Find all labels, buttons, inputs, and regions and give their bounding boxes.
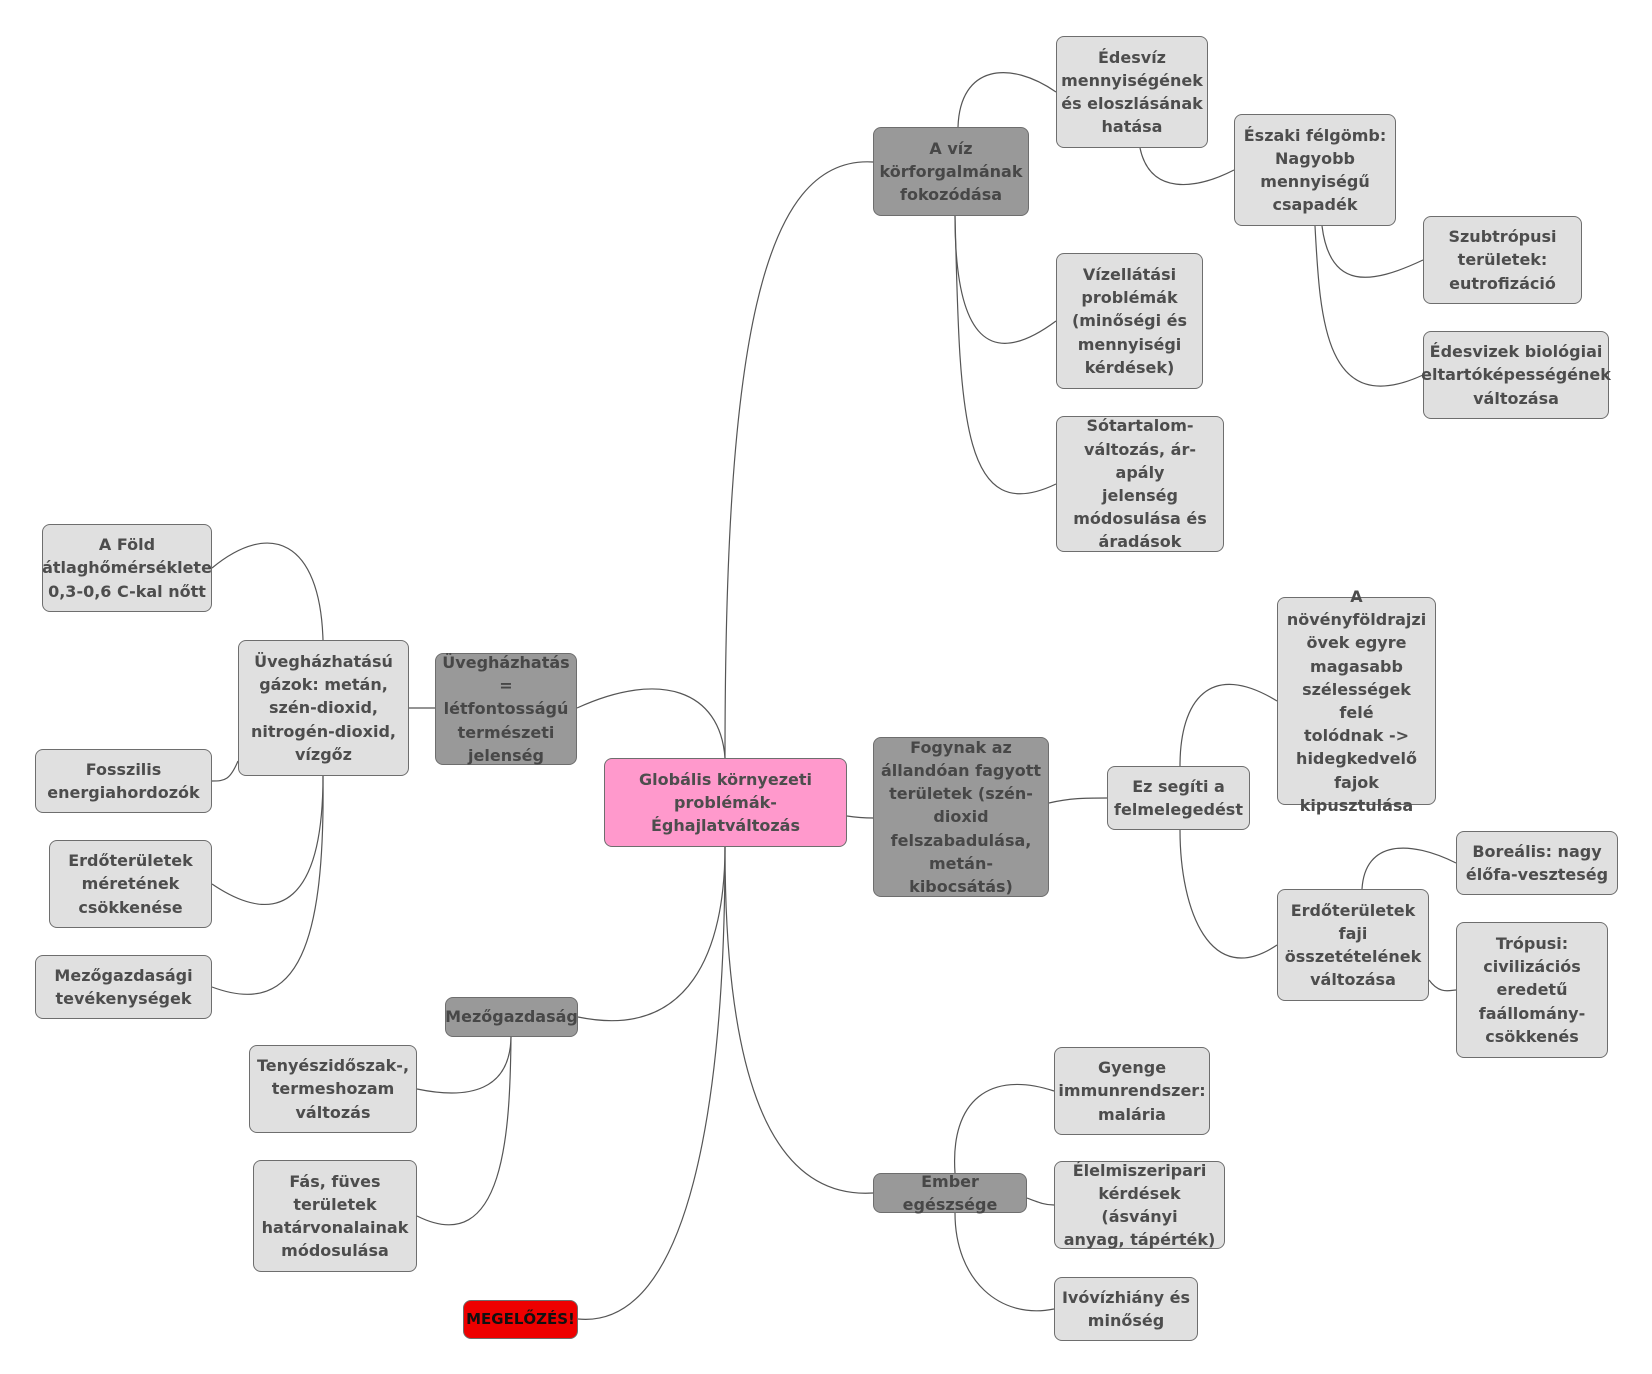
edge-health-h2 — [1026, 1197, 1055, 1206]
edge-root-prev — [577, 846, 726, 1320]
edge-agri-a1 — [416, 1036, 512, 1094]
edge-p1b-p1b2 — [1428, 979, 1457, 992]
edge-water-w2 — [954, 215, 1057, 344]
subtopic-earth-temperature[interactable]: A Föld átlaghőmérséklete 0,3-0,6 C-kal n… — [42, 524, 212, 612]
edge-w1-w1a — [1139, 147, 1235, 186]
subtopic-freshwater-capacity[interactable]: Édesvizek biológiai eltartóképességének … — [1421, 331, 1611, 419]
subtopic-northern-hemisphere[interactable]: Északi félgömb: Nagyobb mennyiségű csapa… — [1234, 114, 1396, 226]
subtopic-grassland-boundaries[interactable]: Fás, füves területek határvonalainak mód… — [253, 1160, 417, 1272]
topic-greenhouse-effect[interactable]: Üvegházhatás = létfontosságú természeti … — [435, 653, 577, 765]
subtopic-freshwater-distribution[interactable]: Édesvíz mennyiségének és eloszlásának ha… — [1056, 36, 1208, 148]
subtopic-food-industry[interactable]: Élelmiszeripari kérdések (ásványi anyag,… — [1054, 1161, 1225, 1249]
edge-w1a-w1a2 — [1314, 225, 1424, 387]
edge-p1b-p1b1 — [1361, 847, 1457, 890]
subtopic-forest-reduction[interactable]: Erdőterületek méretének csökkenése — [49, 840, 212, 928]
subtopic-growing-season[interactable]: Tenyészidőszak-, termeshozam változás — [249, 1045, 417, 1133]
edge-w1a-w1a1 — [1321, 225, 1424, 278]
edge-water-w1 — [957, 72, 1057, 128]
subtopic-salinity-tides[interactable]: Sótartalom- változás, ár-apály jelenség … — [1056, 416, 1224, 552]
subtopic-water-supply[interactable]: Vízellátási problémák (minőségi és menny… — [1056, 253, 1203, 389]
edge-health-h3 — [954, 1212, 1055, 1312]
subtopic-greenhouse-gases[interactable]: Üvegházhatású gázok: metán, szén-dioxid,… — [238, 640, 409, 776]
subtopic-forest-composition[interactable]: Erdőterületek faji összetételének változ… — [1277, 889, 1429, 1001]
subtopic-fossil-fuels[interactable]: Fosszilis energiahordozók — [35, 749, 212, 813]
edge-root-health — [724, 846, 874, 1194]
root-topic[interactable]: Globális környezeti problémák- Éghajlatv… — [604, 758, 847, 847]
subtopic-warming-aid[interactable]: Ez segíti a felmelegedést — [1107, 766, 1250, 830]
edge-water-w3 — [954, 215, 1057, 495]
edge-p1-p1a — [1179, 683, 1278, 767]
topic-permafrost[interactable]: Fogynak az állandóan fagyott területek (… — [873, 737, 1049, 897]
edge-root-perma — [846, 815, 874, 819]
edge-g1-g1c — [211, 775, 324, 906]
edge-g1-g1a — [211, 542, 324, 641]
edge-perma-p1 — [1048, 797, 1108, 804]
edge-root-agri — [577, 846, 726, 1022]
topic-water-cycle[interactable]: A víz körforgalmának fokozódása — [873, 127, 1029, 216]
topic-agriculture[interactable]: Mezőgazdaság — [445, 997, 578, 1037]
edge-p1-p1b — [1179, 829, 1278, 959]
subtopic-immune-malaria[interactable]: Gyenge immunrendszer: malária — [1054, 1047, 1210, 1135]
topic-prevention[interactable]: MEGELŐZÉS! — [463, 1300, 578, 1339]
subtopic-agricultural-activities[interactable]: Mezőgazdasági tevékenységek — [35, 955, 212, 1019]
edge-health-h1 — [954, 1083, 1055, 1174]
subtopic-tropical-decline[interactable]: Trópusi: civilizációs eredetű faállomány… — [1456, 922, 1608, 1058]
subtopic-subtropical-eutrophication[interactable]: Szubtrópusi területek: eutrofizáció — [1423, 216, 1582, 304]
edge-g1-g1b — [211, 760, 239, 782]
edge-agri-a2 — [416, 1036, 512, 1226]
topic-human-health[interactable]: Ember egészsége — [873, 1172, 1027, 1214]
edge-g1-g1d — [211, 775, 324, 995]
edge-root-water — [724, 161, 874, 759]
edge-root-green — [576, 688, 726, 759]
subtopic-vegetation-zones[interactable]: A növényföldrajzi övek egyre magasabb sz… — [1277, 587, 1436, 815]
subtopic-drinking-water[interactable]: Ivóvízhiány és minőség — [1054, 1277, 1198, 1341]
subtopic-boreal-loss[interactable]: Boreális: nagy élőfa-veszteség — [1456, 831, 1618, 895]
